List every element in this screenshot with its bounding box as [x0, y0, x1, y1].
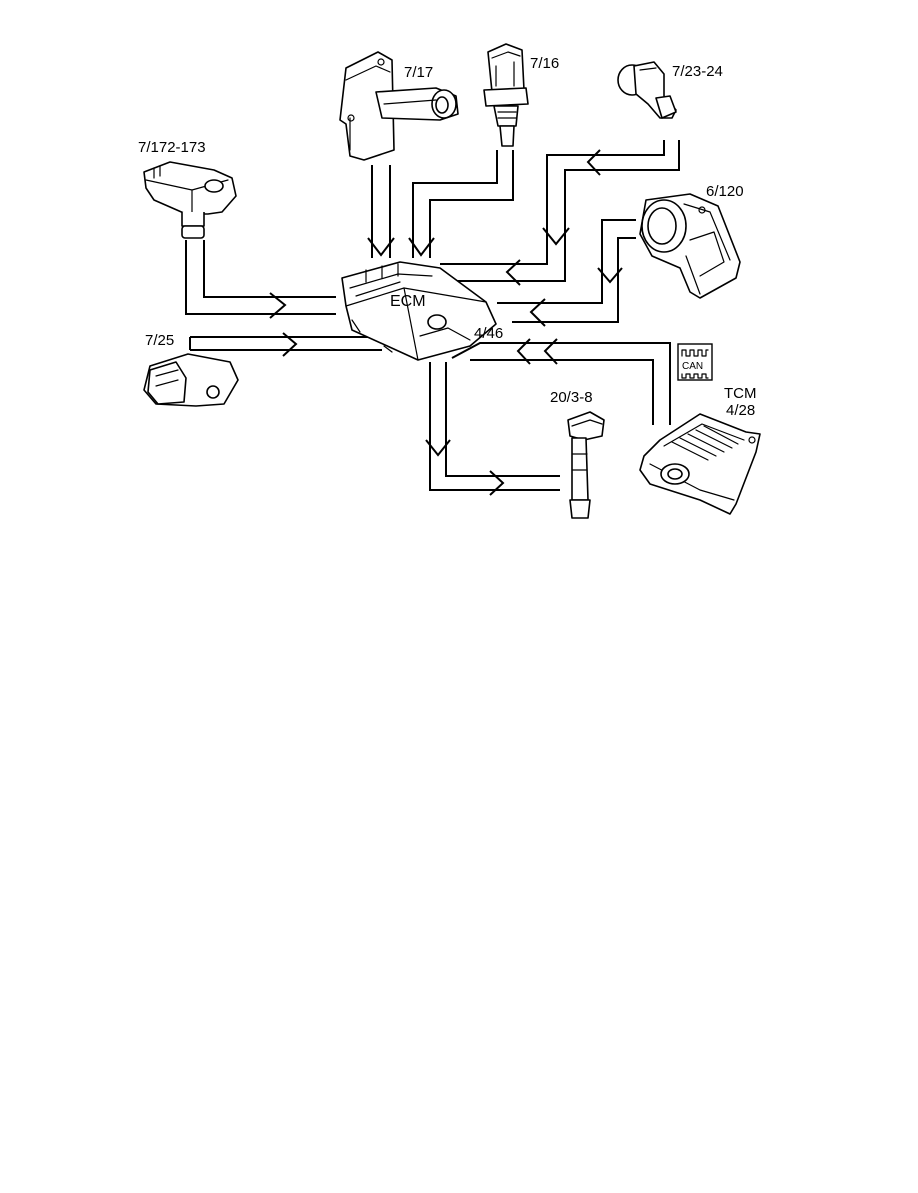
- camshaft-signal-path: [185, 240, 336, 315]
- ecm-ref-label: 4/46: [474, 325, 503, 342]
- oil-signal-arrow-end: [505, 259, 521, 286]
- oil-sensor-label: 7/23-24: [672, 63, 723, 80]
- ignition-signal-arrow-h: [489, 470, 505, 496]
- ecm-label: ECM: [390, 293, 426, 310]
- throttle-signal-arrow-v: [597, 267, 623, 284]
- camshaft-signal-arrow: [269, 292, 287, 319]
- can-bus-path: [451, 342, 671, 425]
- tcm-ref-label: 4/28: [726, 402, 755, 419]
- coolant-temp-sensor: [483, 43, 529, 147]
- coolant-sensor-label: 7/16: [530, 55, 559, 72]
- oil-signal-path: [440, 140, 680, 282]
- throttle-unit-label: 6/120: [706, 183, 744, 200]
- maf-sensor: [339, 51, 459, 161]
- ignition-coil-label: 20/3-8: [550, 389, 593, 406]
- maf-signal-arrow: [367, 237, 395, 257]
- camshaft-sensor: [143, 161, 237, 239]
- can-bus-arrow-1: [516, 338, 531, 365]
- coolant-signal-path: [412, 150, 514, 258]
- maf-sensor-label: 7/17: [404, 64, 433, 81]
- throttle-signal-arrow-h: [529, 298, 546, 327]
- crankshaft-signal-arrow: [282, 332, 298, 357]
- tcm-label: TCM: [724, 385, 757, 402]
- ignition-signal-path: [429, 362, 560, 491]
- ignition-signal-arrow-v: [425, 439, 451, 457]
- camshaft-sensor-label: 7/172-173: [138, 139, 206, 156]
- oil-pressure-sensor: [617, 61, 677, 119]
- tcm-module: [639, 413, 761, 515]
- ignition-coil: [567, 411, 605, 519]
- signal-paths: [185, 140, 680, 496]
- throttle-signal-path: [497, 219, 636, 323]
- maf-signal-path: [371, 165, 391, 258]
- can-bus-arrow-2: [543, 338, 558, 365]
- throttle-unit: [639, 193, 741, 299]
- can-badge-label: CAN: [682, 361, 703, 372]
- crankshaft-signal-path: [189, 336, 382, 351]
- oil-signal-arrow-h: [586, 149, 601, 176]
- coolant-signal-arrow: [408, 237, 435, 257]
- oil-signal-arrow-v: [542, 227, 570, 246]
- crankshaft-sensor: [143, 353, 239, 407]
- can-badge: [677, 343, 713, 381]
- ecm-module: [341, 261, 497, 361]
- crankshaft-sensor-label: 7/25: [145, 332, 174, 349]
